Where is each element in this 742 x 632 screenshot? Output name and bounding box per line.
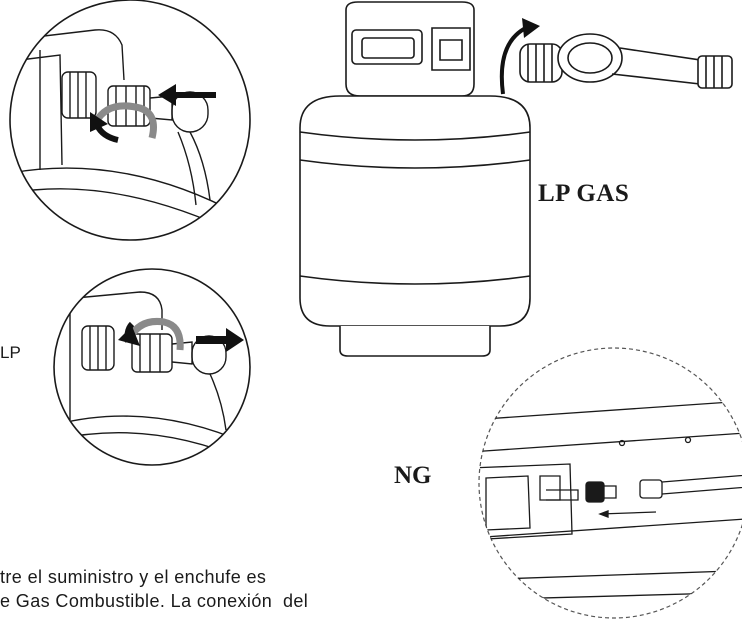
body-text-line-1: tre el suministro y el enchufe es — [0, 567, 267, 587]
detail-circle-disconnect — [53, 268, 251, 466]
ng-label: NG — [394, 462, 432, 489]
detail-circle-ng — [478, 347, 742, 619]
lp-fragment-label: LP — [0, 343, 21, 362]
curved-arrow-icon — [118, 317, 184, 351]
regulator-hose — [519, 33, 733, 89]
body-text-line-2: e Gas Combustible. La conexión del — [0, 591, 309, 611]
straight-arrow-icon — [158, 84, 216, 106]
curved-arrow-icon — [90, 102, 157, 143]
lp-gas-label: LP GAS — [538, 180, 630, 207]
curved-arrow-icon — [499, 18, 540, 95]
detail-circle-connect — [9, 0, 251, 241]
straight-arrow-icon — [196, 328, 244, 352]
propane-tank — [299, 1, 531, 357]
